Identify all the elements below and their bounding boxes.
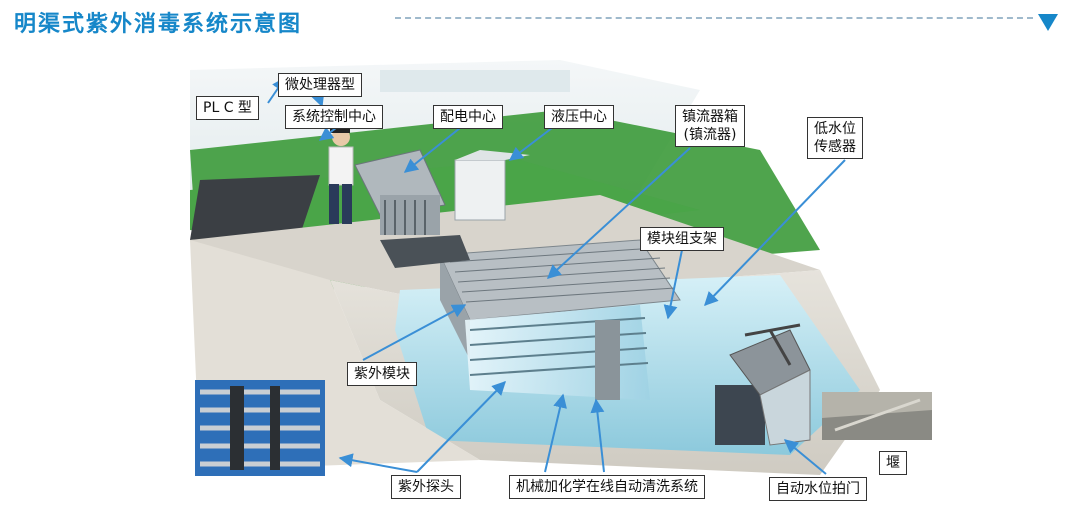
label-power-center: 配电中心	[433, 105, 503, 129]
label-uv-module: 紫外模块	[347, 362, 417, 386]
label-weir: 堰	[879, 451, 907, 475]
label-microprocessor: 微处理器型	[278, 73, 362, 97]
uv-probe-photo	[195, 380, 325, 476]
label-hydraulic-center: 液压中心	[544, 105, 614, 129]
label-control-center: 系统控制中心	[285, 105, 383, 129]
label-module-bracket: 模块组支架	[640, 227, 724, 251]
weir-gate	[729, 323, 811, 446]
label-uv-probe: 紫外探头	[391, 475, 461, 499]
label-plc: PL C 型	[196, 96, 259, 120]
title-divider	[395, 17, 1033, 19]
label-low-level-sensor: 低水位 传感器	[807, 117, 863, 159]
label-auto-gate: 自动水位拍门	[769, 477, 867, 501]
label-cleaning-system: 机械加化学在线自动清洗系统	[509, 475, 705, 499]
collapse-triangle-icon[interactable]	[1038, 14, 1058, 31]
control-equipment	[354, 149, 530, 268]
weir-photo	[822, 392, 932, 440]
operator-figure	[328, 128, 354, 224]
callout-arrows	[267, 76, 846, 475]
page-title: 明渠式紫外消毒系统示意图	[14, 12, 303, 37]
uv-module-bank	[439, 239, 765, 445]
label-ballast-box: 镇流器箱 (镇流器)	[675, 105, 745, 147]
